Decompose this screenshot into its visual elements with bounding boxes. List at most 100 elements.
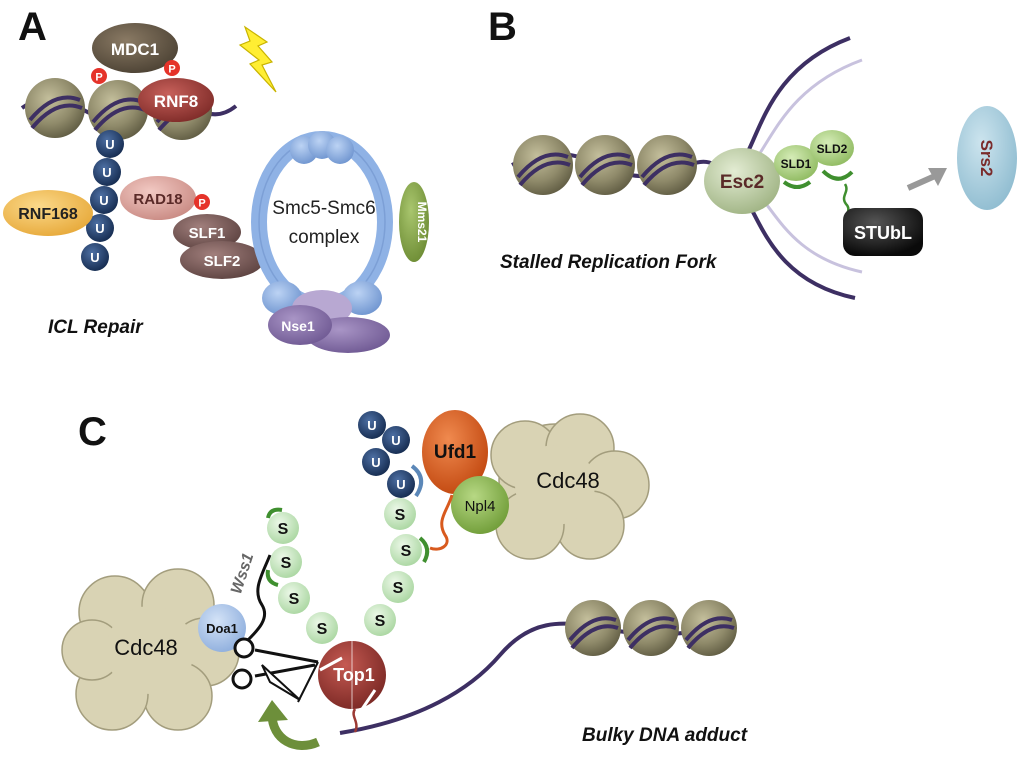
wss1-label: Wss1: [228, 551, 257, 596]
sumo: S: [278, 582, 310, 614]
mms21-protein: Mms21: [399, 182, 429, 262]
ufd1-protein: Ufd1: [422, 410, 488, 494]
svg-text:U: U: [102, 165, 111, 180]
nucleosome: [575, 135, 635, 195]
scissors-icon: [231, 637, 319, 703]
sumo: S: [267, 512, 299, 544]
cleavage-mark: [319, 656, 343, 672]
svg-text:P: P: [95, 72, 102, 84]
panel-label-b: B: [488, 5, 517, 49]
sim-interaction: [782, 180, 812, 189]
esc2-protein: Esc2: [704, 148, 780, 214]
ubiquitin: U: [358, 411, 386, 439]
slf2-label: SLF2: [204, 253, 241, 270]
caption-bulky-adduct: Bulky DNA adduct: [582, 725, 748, 746]
sld1-label: SLD1: [781, 157, 812, 171]
smc5-smc6-complex: Smc5-Smc6 complex: [251, 131, 393, 326]
sumo: S: [364, 604, 396, 636]
phospho-mark: P: [194, 194, 210, 210]
svg-text:S: S: [317, 621, 328, 638]
svg-text:S: S: [395, 507, 406, 524]
esc2-label: Esc2: [720, 172, 764, 193]
sumo: S: [270, 546, 302, 578]
sld2-domain: SLD2: [810, 130, 854, 166]
ubiquitin-chain-a: U U U U U: [81, 130, 124, 271]
nucleosome: [623, 600, 679, 656]
top1-label: Top1: [333, 665, 375, 685]
doa1-protein: Doa1: [198, 604, 246, 652]
ubiquitin-chain-c: U U U U: [358, 411, 415, 498]
sld2-label: SLD2: [817, 142, 848, 156]
rnf168-label: RNF168: [18, 206, 78, 223]
nucleosome: [681, 600, 737, 656]
sumo: S: [384, 498, 416, 530]
ubiquitin: U: [93, 158, 121, 186]
nucleosome: [25, 78, 85, 138]
phospho-mark: P: [164, 60, 180, 76]
nucleosome: [637, 135, 697, 195]
linker: [429, 494, 454, 551]
svg-text:U: U: [391, 433, 400, 448]
slf1-label: SLF1: [189, 225, 226, 242]
sim-interaction: [418, 536, 430, 563]
ufd1-label: Ufd1: [434, 442, 477, 463]
smc-label-line1: Smc5-Smc6: [272, 198, 375, 219]
top1-protein: Top1: [318, 641, 386, 709]
phospho-mark: P: [91, 68, 107, 84]
arrow-icon: [906, 168, 947, 191]
svg-text:U: U: [367, 418, 376, 433]
rnf8-protein: RNF8: [138, 78, 214, 122]
ubiquitin: U: [96, 130, 124, 158]
cdc48-hexamer-left: Cdc48: [61, 568, 240, 731]
uim-interaction: [410, 464, 424, 498]
cdc48-top-label: Cdc48: [536, 468, 600, 493]
nucleosome: [565, 600, 621, 656]
sumo-chain-left: S S S S: [267, 512, 338, 644]
slf1-protein: SLF1: [173, 214, 241, 250]
rnf8-label: RNF8: [154, 92, 198, 111]
mdc1-label: MDC1: [111, 40, 159, 59]
svg-text:U: U: [99, 193, 108, 208]
cleavage-mark: [354, 689, 377, 719]
nucleosome: [513, 135, 573, 195]
svg-text:S: S: [289, 591, 300, 608]
svg-text:P: P: [198, 198, 205, 210]
covalent-link: [352, 708, 358, 733]
srs2-protein: Srs2: [957, 106, 1017, 210]
ubiquitin: U: [387, 470, 415, 498]
npl4-label: Npl4: [465, 498, 496, 515]
panel-label-a: A: [18, 5, 47, 49]
mdc1-protein: MDC1: [92, 23, 178, 73]
nse1-label: Nse1: [281, 318, 315, 334]
svg-text:U: U: [396, 477, 405, 492]
caption-stalled-fork: Stalled Replication Fork: [500, 252, 718, 273]
srs2-label: Srs2: [977, 140, 996, 177]
svg-text:S: S: [393, 580, 404, 597]
cdc48-left-label: Cdc48: [114, 635, 178, 660]
svg-text:S: S: [401, 543, 412, 560]
ubiquitin: U: [86, 214, 114, 242]
sumo-chain-right: S S S S: [364, 498, 422, 636]
lightning-icon: [238, 25, 277, 93]
ubiquitin: U: [81, 243, 109, 271]
cdc48-hexamer-top: Cdc48: [490, 413, 650, 560]
sim-interaction: [266, 507, 283, 519]
svg-text:P: P: [168, 64, 175, 76]
stubl-label: STUbL: [854, 223, 912, 243]
sim-interaction: [821, 169, 854, 181]
rad18-label: RAD18: [133, 191, 182, 208]
smc-label-line2: complex: [289, 227, 360, 248]
curved-arrow-icon: [258, 700, 320, 750]
svg-text:U: U: [105, 137, 114, 152]
caption-icl-repair: ICL Repair: [48, 317, 144, 338]
svg-text:U: U: [371, 455, 380, 470]
ubiquitin: U: [90, 186, 118, 214]
slf2-protein: SLF2: [180, 241, 264, 279]
sld1-domain: SLD1: [774, 145, 818, 181]
sim-interaction: [265, 569, 279, 587]
svg-text:U: U: [90, 250, 99, 265]
doa1-label: Doa1: [206, 621, 238, 636]
svg-text:U: U: [95, 221, 104, 236]
sumo: S: [382, 571, 414, 603]
